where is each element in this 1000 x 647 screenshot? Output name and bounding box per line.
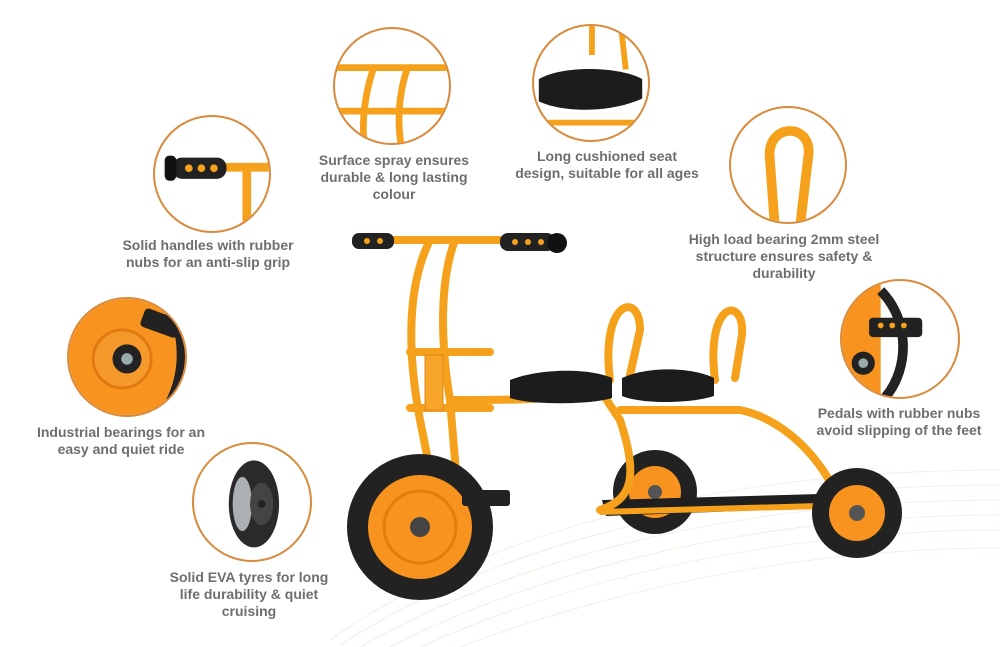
front-wheel [347, 454, 493, 600]
caption-line: Long cushioned seat [536, 148, 677, 164]
caption-bearings: Industrial bearings for an easy and quie… [1, 424, 241, 458]
caption-line: easy and quiet ride [57, 441, 185, 457]
rear-right-wheel [812, 468, 902, 558]
caption-handles: Solid handles with rubber nubs for an an… [78, 237, 338, 271]
feature-circle-steel [729, 106, 847, 224]
tyre-icon [228, 460, 280, 548]
wheel-bearing-icon [69, 299, 185, 415]
caption-line: design, suitable for all ages [515, 165, 699, 181]
feature-circle-handles [153, 115, 271, 233]
caption-line: nubs for an anti-slip grip [125, 254, 291, 270]
pedal [462, 490, 510, 506]
caption-line: colour [372, 186, 416, 202]
seat-front [510, 370, 612, 404]
caption-seat: Long cushioned seat design, suitable for… [487, 148, 727, 182]
caption-line: cruising [221, 603, 277, 619]
feature-circle-spray [333, 27, 451, 145]
caption-line: Industrial bearings for an [36, 424, 206, 440]
caption-steel: High load bearing 2mm steel structure en… [654, 231, 914, 282]
caption-line: Solid handles with rubber [122, 237, 294, 253]
handle-grip-icon [164, 155, 269, 231]
caption-line: avoid slipping of the feet [816, 422, 982, 438]
feature-circle-bearings [67, 297, 187, 417]
feature-circle-tyres [192, 442, 312, 562]
caption-line: durability [752, 265, 816, 281]
caption-spray: Surface spray ensures durable & long las… [284, 152, 504, 203]
caption-line: Pedals with rubber nubs [817, 405, 981, 421]
left-grip [352, 233, 394, 249]
caption-line: Surface spray ensures [318, 152, 470, 168]
feature-circle-seat [532, 24, 650, 142]
caption-pedals: Pedals with rubber nubs avoid slipping o… [784, 405, 1000, 439]
pedal-icon [842, 281, 923, 397]
caption-tyres: Solid EVA tyres for long life durability… [129, 569, 369, 620]
caption-line: High load bearing 2mm steel [688, 231, 880, 247]
caption-line: Solid EVA tyres for long [169, 569, 329, 585]
caption-line: structure ensures safety & [695, 248, 873, 264]
caption-line: life durability & quiet [179, 586, 319, 602]
background-swoosh [329, 469, 1000, 647]
feature-circle-pedals [840, 279, 960, 399]
frame-tube-icon [335, 64, 449, 143]
steel-loop-icon [764, 126, 814, 222]
seat-rear [622, 369, 714, 402]
seat-icon [538, 26, 648, 126]
caption-line: durable & long lasting [320, 169, 468, 185]
